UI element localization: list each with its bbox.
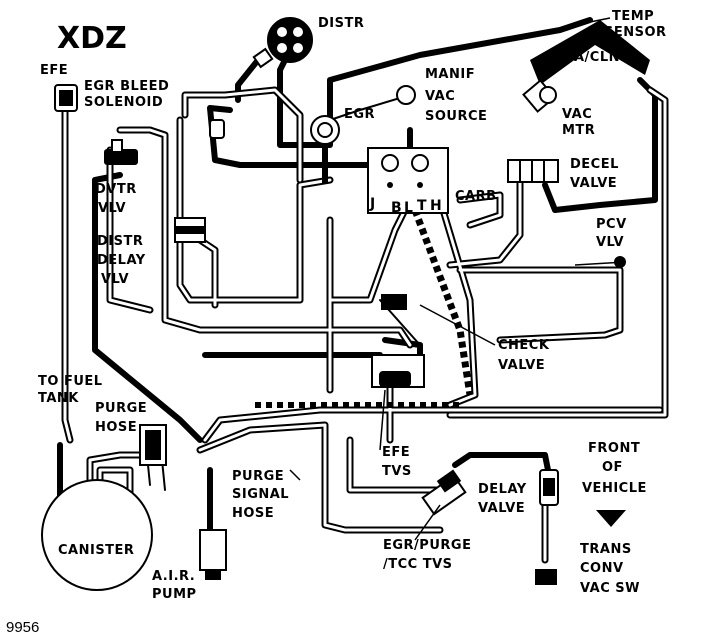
label-egr-purge-tcc-tvs-1: EGR/PURGE: [383, 538, 471, 553]
label-purge-signal-hose-2: SIGNAL: [232, 487, 289, 502]
figure-number: 9956: [6, 619, 39, 636]
tube-hoses: [61, 86, 669, 564]
label-to-fuel-tank-1: TO FUEL: [38, 374, 103, 389]
components: [41, 17, 650, 591]
label-temp-sensor-1: TEMP: [612, 9, 654, 24]
label-air-pump-1: A.I.R.: [152, 569, 195, 584]
label-vac-mtr-2: MTR: [562, 123, 595, 138]
label-trans-conv-vac-sw-3: VAC SW: [580, 581, 640, 596]
label-manif-vac-source-2: VAC: [425, 89, 455, 104]
efe-tvs: [371, 354, 425, 388]
label-purge-signal-hose-3: HOSE: [232, 506, 274, 521]
air-cleaner-snorkel: [522, 20, 650, 113]
label-trans-conv-vac-sw-2: CONV: [580, 561, 624, 576]
carburetor-port-block: [367, 147, 449, 214]
distr-delay-valve: [174, 217, 206, 243]
label-egr: EGR: [344, 107, 375, 122]
diagram-title: XDZ: [57, 21, 127, 56]
label-pcv-vlv-1: PCV: [596, 217, 627, 232]
label-distr: DISTR: [318, 16, 364, 31]
labels: XDZ EFE EGR BLEED SOLENOID DISTR TEMP SE…: [6, 9, 667, 636]
label-decel-valve-2: VALVE: [570, 176, 617, 191]
label-delay-valve-2: VALVE: [478, 501, 525, 516]
carb-port-t: T: [417, 198, 427, 214]
label-distr-delay-vlv-2: DELAY: [97, 253, 146, 268]
distributor: [252, 17, 313, 69]
dvtr-valve: [104, 139, 138, 165]
label-egr-bleed-solenoid-2: SOLENOID: [84, 95, 163, 110]
label-manif-vac-source-3: SOURCE: [425, 109, 487, 124]
leader-lines: [289, 17, 626, 541]
label-front-of-vehicle-3: VEHICLE: [582, 481, 647, 496]
label-to-fuel-tank-2: TANK: [38, 391, 79, 406]
label-egr-purge-tcc-tvs-2: /TCC TVS: [383, 557, 453, 572]
label-distr-delay-vlv-1: DISTR: [97, 234, 143, 249]
label-decel-valve-1: DECEL: [570, 157, 619, 172]
label-check-valve-2: VALVE: [498, 358, 545, 373]
carb-port-j: J: [369, 196, 375, 212]
label-front-of-vehicle-1: FRONT: [588, 441, 640, 456]
label-dvtr-vlv-1: DVTR: [95, 182, 137, 197]
efe-actuator: [54, 84, 78, 112]
label-egr-bleed-solenoid-1: EGR BLEED: [84, 79, 169, 94]
label-efe: EFE: [40, 63, 68, 78]
label-pcv-vlv-2: VLV: [596, 235, 624, 250]
air-pump-valve: [199, 529, 227, 580]
label-air-pump-2: PUMP: [152, 587, 197, 602]
carb-port-b: B: [391, 200, 402, 216]
egr-valve: [310, 115, 340, 184]
label-purge-hose-2: HOSE: [95, 420, 137, 435]
label-trans-conv-vac-sw-1: TRANS: [580, 542, 632, 557]
label-canister: CANISTER: [58, 543, 134, 558]
label-a-clnr: A/CLNR: [574, 50, 631, 65]
label-vac-mtr-1: VAC: [562, 107, 592, 122]
egr-bleed-solenoid: [209, 119, 225, 139]
decel-valve: [507, 159, 559, 183]
carb-port-h: H: [430, 198, 442, 214]
carb-port-l: L: [404, 200, 413, 216]
label-manif-vac-source-1: MANIF: [425, 67, 475, 82]
label-purge-hose-1: PURGE: [95, 401, 147, 416]
label-delay-valve-1: DELAY: [478, 482, 527, 497]
label-dvtr-vlv-2: VLV: [98, 201, 126, 216]
label-distr-delay-vlv-3: VLV: [101, 272, 129, 287]
purge-valve: [139, 424, 167, 466]
canister: [41, 479, 153, 591]
check-valve: [381, 294, 407, 310]
label-efe-tvs-2: TVS: [382, 464, 412, 479]
label-check-valve-1: CHECK: [498, 338, 550, 353]
egr-purge-tcc-tvs: [421, 469, 467, 516]
manif-vac-source: [396, 85, 416, 105]
label-carb: CARB: [455, 189, 497, 204]
label-purge-signal-hose-1: PURGE: [232, 469, 284, 484]
front-direction-arrow-icon: [596, 510, 626, 527]
dashed-hoses: [255, 208, 474, 408]
trans-conv-vac-switch: [535, 469, 559, 585]
label-front-of-vehicle-2: OF: [602, 460, 623, 475]
label-temp-sensor-2: SENSOR: [604, 25, 667, 40]
label-efe-tvs-1: EFE: [382, 445, 410, 460]
